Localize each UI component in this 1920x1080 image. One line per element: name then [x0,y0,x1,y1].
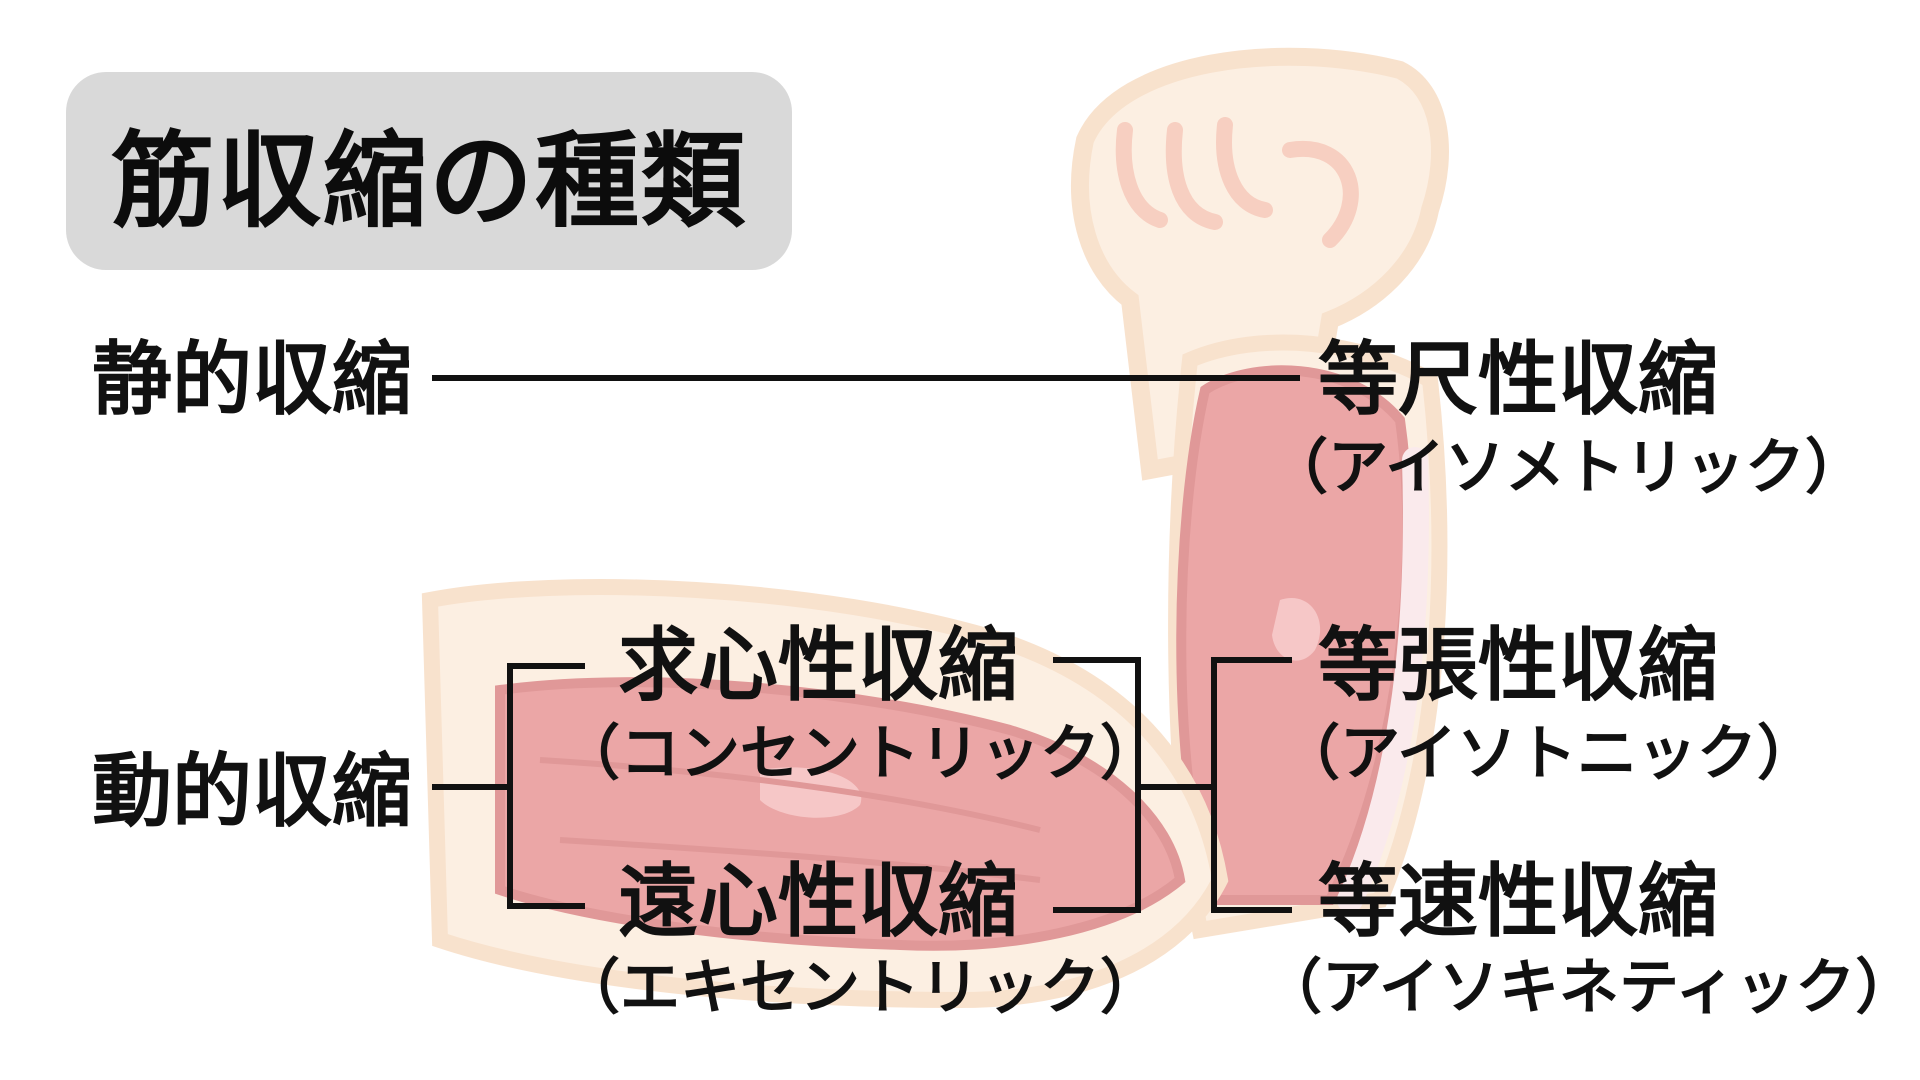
eccentric-reading-label: （エキセントリック） [560,953,1160,1023]
tendon-stripe [1337,447,1429,913]
title-box: 筋収縮の種類 [66,72,792,270]
isotonic-isokinetic-bracket-line [1211,657,1292,913]
concentric-contraction-label: 求心性収縮 [618,619,1018,712]
isotonic-contraction-label: 等張性収縮 [1318,619,1718,712]
forearm-muscle-lines [539,757,1041,883]
isokinetic-reading-label: （アイソキネティック） [1262,953,1916,1023]
isometric-reading-label: （アイソメトリック） [1268,433,1865,503]
left-bracket-line [507,663,585,909]
dynamic-contraction-label: 動的収縮 [92,745,412,838]
page-title: 筋収縮の種類 [110,119,747,242]
forearm-muscle-highlight [760,767,862,818]
static-contraction-label: 静的収縮 [92,333,412,426]
biceps-highlight [1272,598,1321,661]
isotonic-reading-label: （アイソトニック） [1280,719,1817,789]
isometric-contraction-label: 等尺性収縮 [1318,333,1718,426]
eccentric-contraction-label: 遠心性収縮 [618,855,1018,948]
finger-curls [1115,117,1359,248]
concentric-reading-label: （コンセントリック） [560,719,1160,789]
isokinetic-contraction-label: 等速性収縮 [1318,855,1718,948]
